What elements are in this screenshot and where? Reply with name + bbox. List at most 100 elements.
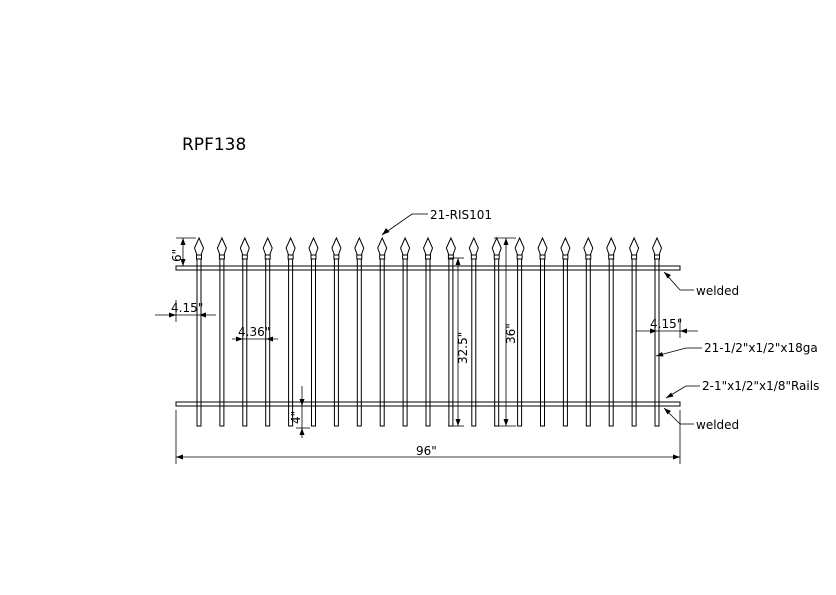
picket (285, 236, 296, 427)
picket-post (540, 257, 545, 427)
spear-collar (470, 254, 477, 260)
spear-collar (379, 254, 386, 260)
spear-collar (218, 254, 225, 260)
spear-collar (425, 254, 431, 260)
picket (537, 236, 548, 427)
picket-spacing-label: 4.36" (238, 325, 270, 339)
picket (629, 236, 640, 427)
pickets-part-label: 21-RIS101 (430, 208, 492, 222)
spear-tip (400, 236, 411, 256)
spear-collar (585, 254, 592, 260)
spear-collar (493, 254, 500, 260)
picket (193, 236, 205, 427)
picket (606, 236, 617, 427)
spear-tip (560, 236, 571, 256)
spear-tip (606, 236, 617, 256)
picket-post (517, 257, 523, 427)
bottom-extension-label: 4" (289, 411, 303, 424)
welded-top-callout: welded (663, 271, 739, 298)
picket-spec-label: 21-1/2"x1/2"x18ga (704, 341, 818, 355)
spear-tip (468, 236, 479, 256)
picket-post (562, 257, 568, 427)
spear-tip (445, 236, 456, 256)
spear-tip (239, 236, 250, 256)
rails (175, 265, 681, 407)
picket (583, 236, 594, 427)
spear-collar (402, 254, 409, 260)
picket-post (265, 257, 271, 427)
picket-post (219, 257, 225, 427)
end-gap-left-dimension: 4.15" (155, 300, 216, 322)
spear-tip (491, 236, 502, 256)
overall-height-label: 36" (504, 323, 518, 344)
spear-collar (356, 254, 363, 260)
picket (560, 236, 571, 427)
rail-spec-label: 2-1"x1/2"x1/8"Rails (702, 379, 819, 393)
end-gap-right-dimension: 4.15" (636, 317, 698, 338)
picket (239, 236, 250, 427)
spear-collar (631, 254, 638, 260)
picket-post (585, 257, 591, 427)
picket-post (242, 257, 248, 427)
spear-collar (196, 254, 202, 260)
spear-collar (654, 254, 660, 260)
spear-collar (447, 254, 454, 260)
spear-tip (285, 236, 296, 256)
spear-tip (422, 236, 434, 256)
spear-tip (331, 236, 342, 256)
picket (354, 236, 365, 427)
spear-collar (516, 254, 523, 260)
spear-tip (216, 236, 227, 256)
picket-spec-callout: 21-1/2"x1/2"x18ga (655, 341, 818, 357)
spear-collar (310, 254, 317, 260)
picket (308, 236, 319, 427)
spear-tip (262, 236, 273, 256)
spear-height-dimension: 6" (170, 237, 196, 267)
end-gap-right-label: 4.15" (650, 317, 682, 331)
picket (651, 236, 663, 427)
spear-tip (514, 236, 525, 256)
spear-tip (193, 236, 205, 256)
picket-post (654, 257, 660, 427)
picket-post (196, 257, 202, 427)
overall-width-label: 96" (416, 444, 437, 458)
spear-collar (264, 254, 271, 260)
picket (400, 236, 411, 427)
welded-bottom-label: welded (696, 418, 739, 432)
picket-post (425, 257, 431, 427)
picket (216, 236, 227, 427)
picket-post (471, 257, 477, 427)
spear-tip (651, 236, 663, 256)
rail-to-rail-label: 32.5" (456, 332, 470, 364)
rail-to-rail-dimension: 32.5" (448, 257, 470, 427)
bottom-extension-dimension: 4" (289, 386, 310, 438)
picket-post (356, 257, 362, 427)
end-gap-left-label: 4.15" (171, 301, 203, 315)
picket (331, 236, 342, 427)
rail-spec-callout: 2-1"x1/2"x1/8"Rails (665, 379, 819, 399)
picket (422, 236, 434, 427)
pickets-part-callout: 21-RIS101 (381, 208, 492, 236)
drawing-title: RPF138 (182, 135, 246, 155)
spear-tip (537, 236, 548, 256)
spear-collar (608, 254, 615, 260)
spear-collar (562, 254, 569, 260)
overall-height-dimension: 36" (494, 237, 518, 427)
picket (468, 236, 479, 427)
picket-post (631, 257, 637, 427)
spear-collar (333, 254, 340, 260)
welded-bottom-callout: welded (663, 407, 739, 432)
spear-tip (629, 236, 640, 256)
picket-post (448, 257, 454, 427)
bottom-rail (175, 401, 681, 407)
spear-collar (241, 254, 248, 260)
overall-width-dimension: 96" (175, 410, 681, 464)
spear-collar (539, 254, 546, 260)
picket-spacing-dimension: 4.36" (232, 325, 278, 342)
spear-collar (287, 254, 294, 260)
picket (262, 236, 273, 427)
spear-tip (308, 236, 319, 256)
picket-post (333, 257, 339, 427)
spear-tip (354, 236, 365, 256)
picket (377, 236, 388, 427)
